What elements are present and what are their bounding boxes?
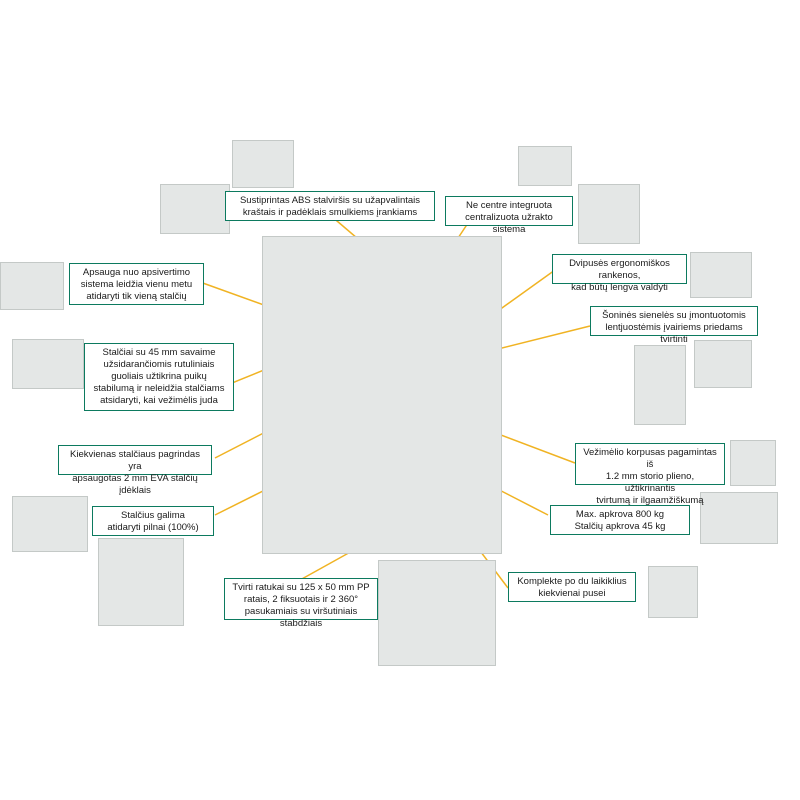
top-tray-corner-photo: [160, 184, 230, 234]
anti-tilt-photo: [0, 262, 64, 310]
holder-photo: [648, 566, 698, 618]
callout-anti-tilt: Apsauga nuo apsivertimo sistema leidžia …: [69, 263, 204, 305]
callout-drawer-slides: Stalčiai su 45 mm savaime užsidarančiomi…: [84, 343, 234, 411]
callout-body-steel: Vežimėlio korpusas pagamintas iš 1.2 mm …: [575, 443, 725, 506]
weight-800kg-icon: [700, 492, 778, 544]
callout-central-lock: Ne centre integruota centralizuota užrak…: [445, 196, 573, 235]
side-wall-detail-photo: [694, 340, 752, 388]
central-lock-logo-photo: [518, 146, 572, 186]
drawer-slide-photo: [12, 339, 84, 389]
full-open-drawer-photo: [12, 496, 88, 552]
callout-casters: Tvirti ratukai su 125 x 50 mm PP ratais,…: [224, 578, 378, 629]
handle-photo: [690, 252, 752, 298]
callout-full-open: Stalčius galima atidaryti pilnai (100%): [92, 506, 214, 536]
abs-top-tray-photo: [232, 140, 294, 188]
open-drawer-cart-photo: [98, 538, 184, 626]
cart-side-caster-photo: [378, 560, 496, 666]
steel-thickness-icon: [730, 440, 776, 486]
callout-side-walls: Šoninės sienelės su įmontuotomis lentjuo…: [590, 306, 758, 345]
callout-load: Max. apkrova 800 kg Stalčių apkrova 45 k…: [550, 505, 690, 535]
tool-cart-photo: [262, 236, 502, 554]
callout-handles: Dvipusės ergonomiškos rankenos, kad būtų…: [552, 254, 687, 293]
central-lock-photo: [578, 184, 640, 244]
callout-holders: Komplekte po du laikiklius kiekvienai pu…: [508, 572, 636, 602]
side-wall-cart-photo: [634, 345, 686, 425]
callout-top-surface: Sustiprintas ABS stalviršis su užapvalin…: [225, 191, 435, 221]
callout-drawer-bottom: Kiekvienas stalčiaus pagrindas yra apsau…: [58, 445, 212, 496]
